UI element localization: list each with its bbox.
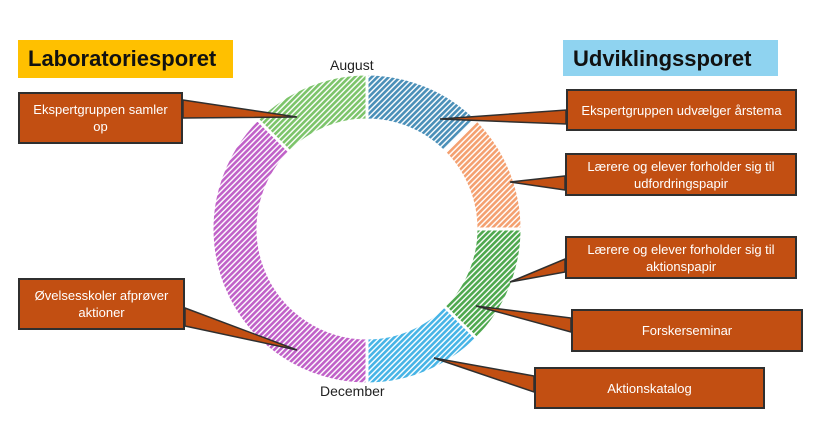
august-label: August — [330, 57, 374, 73]
december-label: December — [320, 383, 385, 399]
segment-purple — [210, 117, 369, 386]
callout-pointer — [509, 175, 566, 191]
callout-aktionspapir: Lærere og elever forholder sig til aktio… — [565, 236, 797, 279]
callout-ekspertgruppen-udvaelger: Ekspertgruppen udvælger årstema — [566, 89, 797, 131]
callout-aktionskatalog: Aktionskatalog — [534, 367, 765, 409]
callout-forskerseminar: Forskerseminar — [571, 309, 803, 352]
callout-pointer — [184, 306, 298, 351]
udviklingssporet-title: Udviklingssporet — [563, 40, 778, 76]
laboratoriesporet-title: Laboratoriesporet — [18, 40, 233, 78]
callout-ovelsesskoler: Øvelsesskoler afprøver aktioner — [18, 278, 185, 330]
callout-pointer — [433, 357, 535, 394]
callout-ekspertgruppen-samler-op: Ekspertgruppen samler op — [18, 92, 183, 144]
segment-lightgreen — [255, 72, 369, 155]
callout-pointer — [182, 99, 298, 119]
callout-udfordringspapir: Lærere og elever forholder sig til udfor… — [565, 153, 797, 196]
